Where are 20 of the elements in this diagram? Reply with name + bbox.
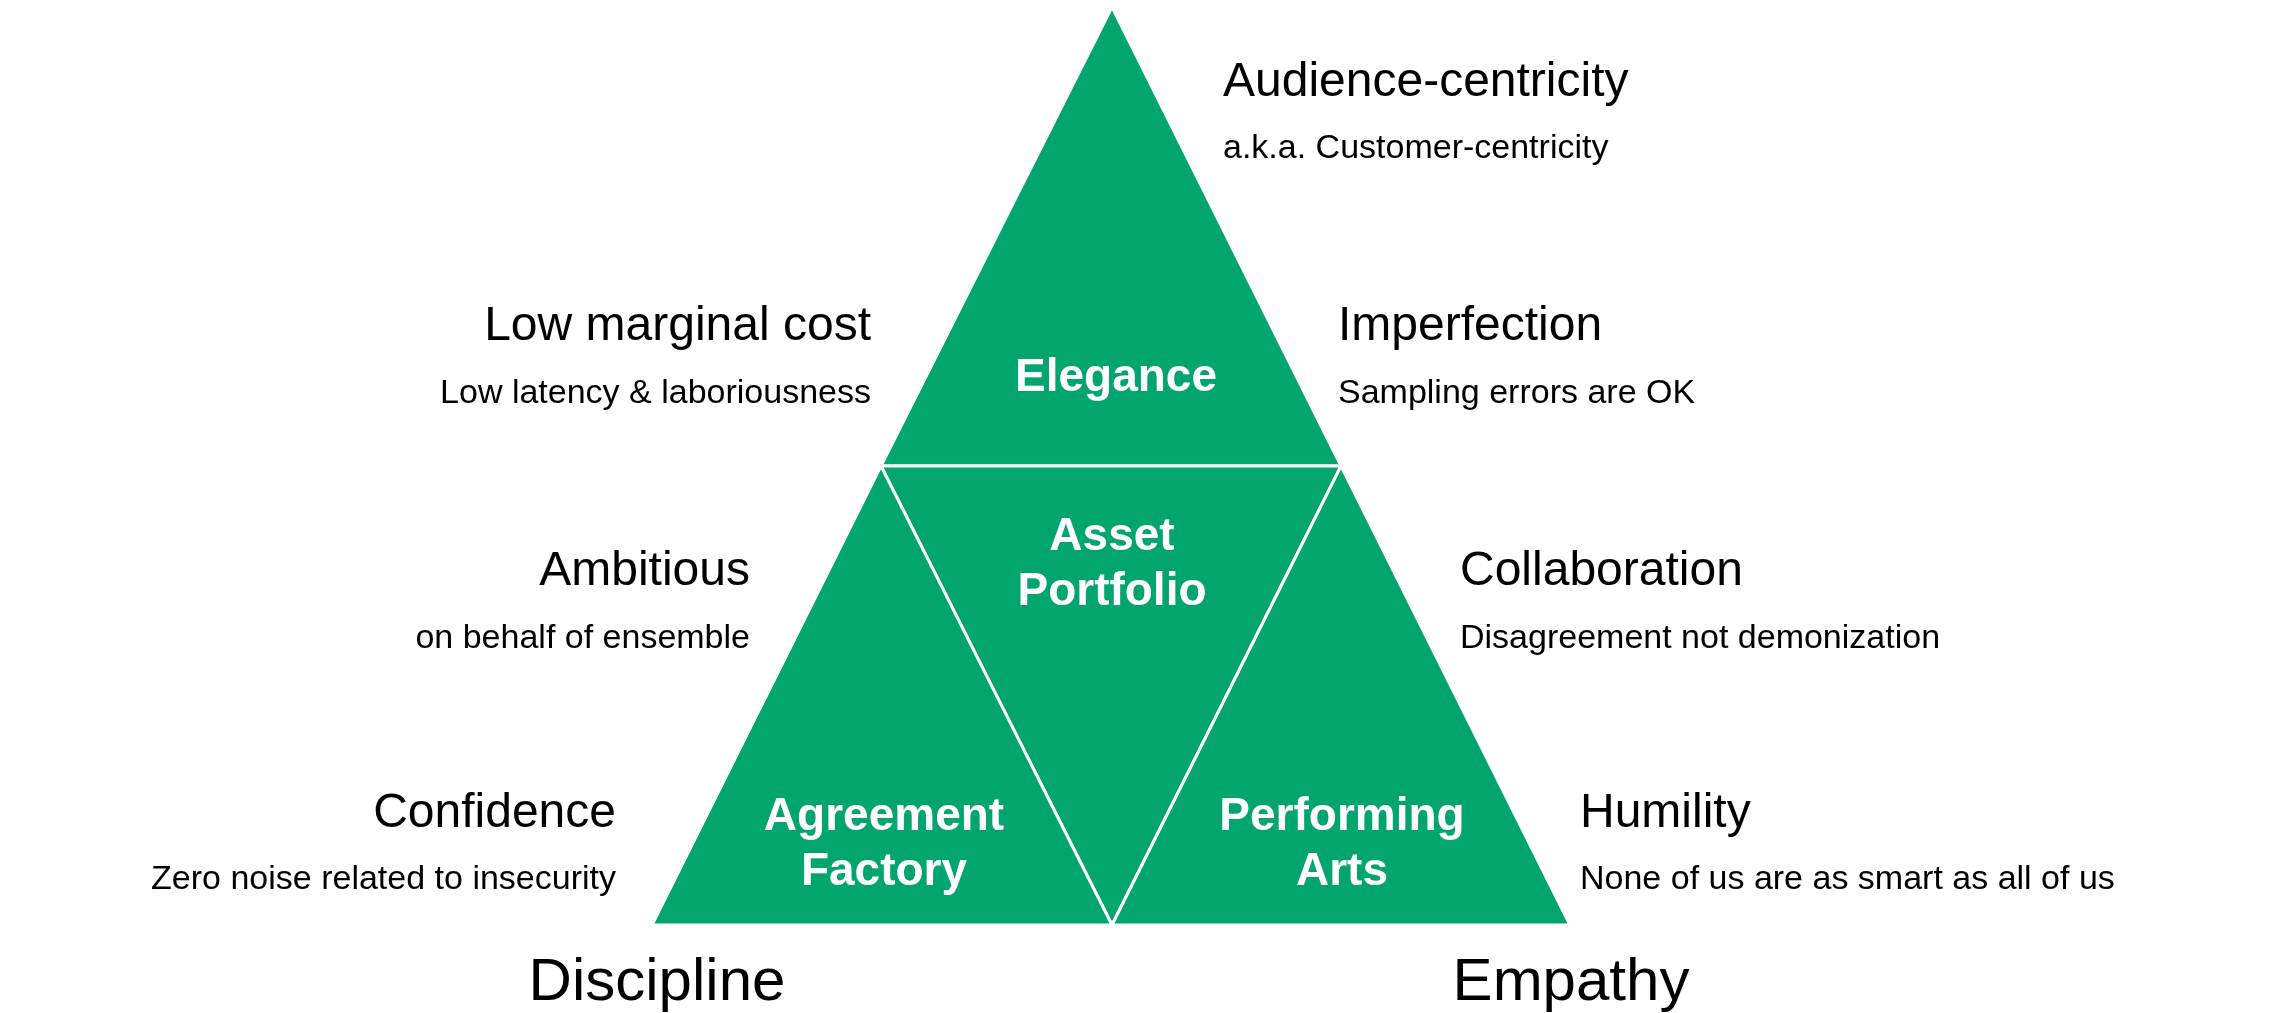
heading-text: Humility bbox=[1580, 787, 1751, 835]
caption-text: None of us are as smart as all of us bbox=[1580, 860, 2115, 894]
heading-text: Audience-centricity bbox=[1223, 56, 1629, 104]
heading-text: Low marginal cost bbox=[484, 300, 871, 348]
heading-text: Imperfection bbox=[1338, 300, 1603, 348]
caption-text: Low latency & laboriousness bbox=[440, 374, 871, 408]
segment-label: Performing Arts bbox=[1218, 786, 1466, 897]
segment-label: Agreement Factory bbox=[762, 786, 1006, 897]
caption-text: Sampling errors are OK bbox=[1338, 374, 1696, 408]
caption-text: Disagreement not demonization bbox=[1460, 619, 1941, 653]
segment-label: Asset Portfolio bbox=[1016, 506, 1208, 617]
axis-label: Empathy bbox=[1452, 950, 1690, 1010]
segment-label: Elegance bbox=[1014, 348, 1218, 404]
heading-text: Ambitious bbox=[539, 545, 750, 593]
heading-text: Collaboration bbox=[1460, 545, 1743, 593]
caption-text: Zero noise related to insecurity bbox=[151, 860, 616, 894]
caption-text: on behalf of ensemble bbox=[415, 619, 750, 653]
caption-text: a.k.a. Customer-centricity bbox=[1223, 129, 1609, 163]
heading-text: Confidence bbox=[373, 787, 616, 835]
axis-label: Discipline bbox=[528, 950, 786, 1010]
